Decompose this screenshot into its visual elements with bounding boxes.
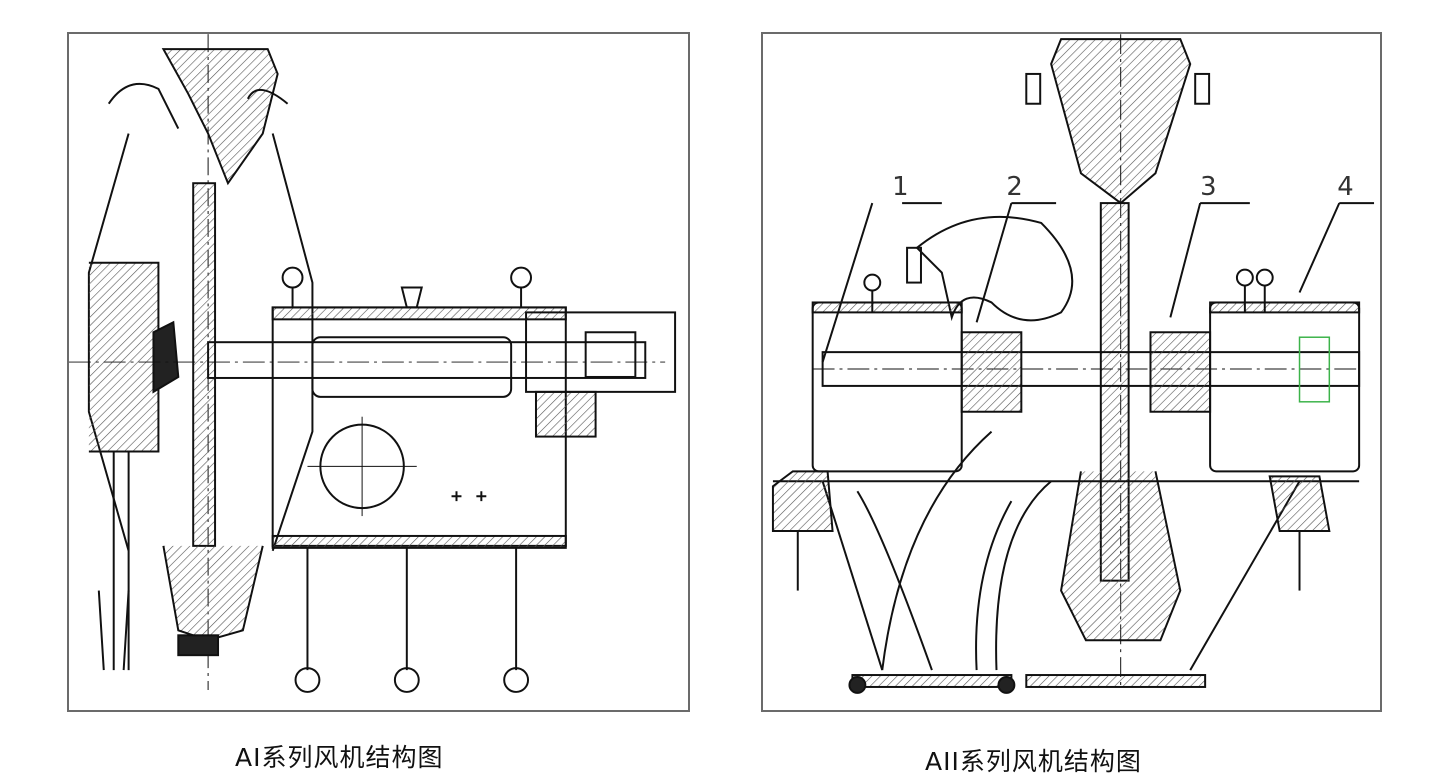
figure-ai-caption: AI系列风机结构图 [235,743,444,772]
figure-aii-frame: 1 2 3 4 [761,32,1382,712]
callout-4: 4 [1337,172,1353,202]
oil-pump [534,390,597,438]
discharge-casing-arc [856,430,993,671]
aii-fan-cross-section-drawing: 1 2 3 4 [771,34,1375,694]
inlet-flare [161,48,279,186]
shaft [207,341,647,379]
callout-3: 3 [1200,172,1216,202]
callout-2: 2 [1006,172,1022,202]
callout-1: 1 [892,172,908,202]
figure-aii-caption: AII系列风机结构图 [925,747,1142,776]
ai-fan-cross-section-drawing [69,34,677,693]
hub-cone [152,320,180,394]
impeller-disc [192,182,217,547]
top-inlet-flare [1050,38,1192,205]
figure-ai-frame [67,32,690,712]
